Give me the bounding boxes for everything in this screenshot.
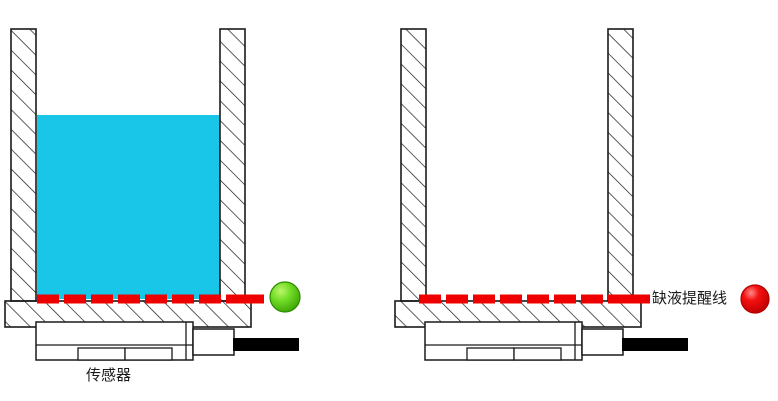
status-led-red-icon [740,284,770,314]
panel-right [394,28,770,361]
sensor-cable-right [622,338,688,351]
container-wall-right-right [607,28,634,302]
panel-left [4,28,301,361]
sensor-cable-left [233,338,299,351]
container-wall-left-left [10,28,37,302]
sensor-caption-label: 传感器 [86,366,132,384]
container-wall-left-right [219,28,246,302]
liquid-fill-left [37,115,220,299]
status-led-green-icon [269,281,301,313]
warning-line-caption-label: 缺液提醒线 [652,289,728,307]
sensor-body-right [424,321,624,361]
sensor-body-left [35,321,235,361]
container-wall-right-left [400,28,427,302]
